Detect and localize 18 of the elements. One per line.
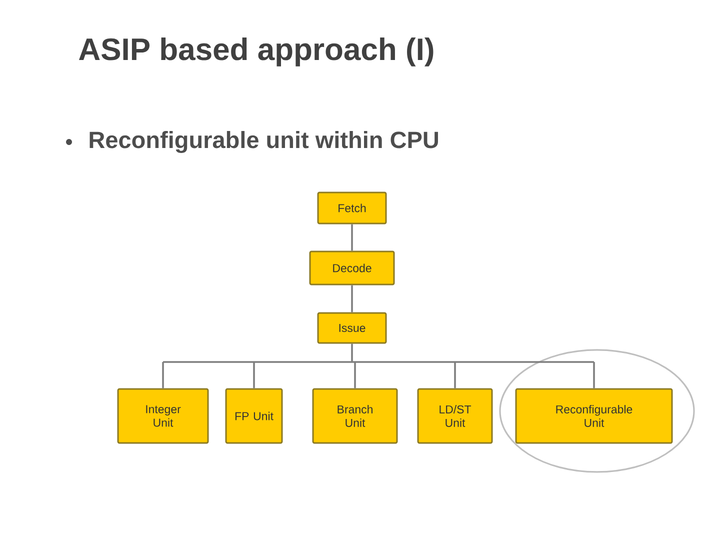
unit-box: Reconfigurable Unit [515,388,673,444]
unit-box: Branch Unit [312,388,398,444]
connector-line [354,362,356,388]
connector-line [454,362,456,388]
slide-title: ASIP based approach (I) [78,38,434,66]
connector-line [351,224,353,251]
unit-box: LD/ST Unit [417,388,493,444]
unit-box: FP Unit [225,388,283,444]
bullet-text: Reconfigurable unit within CPU [90,131,438,153]
unit-box: Decode [309,250,395,286]
connector-line [253,362,255,388]
unit-box: Fetch [317,192,387,224]
connector-line [593,362,595,388]
connector-line [162,342,595,363]
connector-line [351,285,353,312]
connector-line [162,362,164,388]
unit-box: Integer Unit [117,388,209,444]
unit-box: Issue [317,312,387,344]
